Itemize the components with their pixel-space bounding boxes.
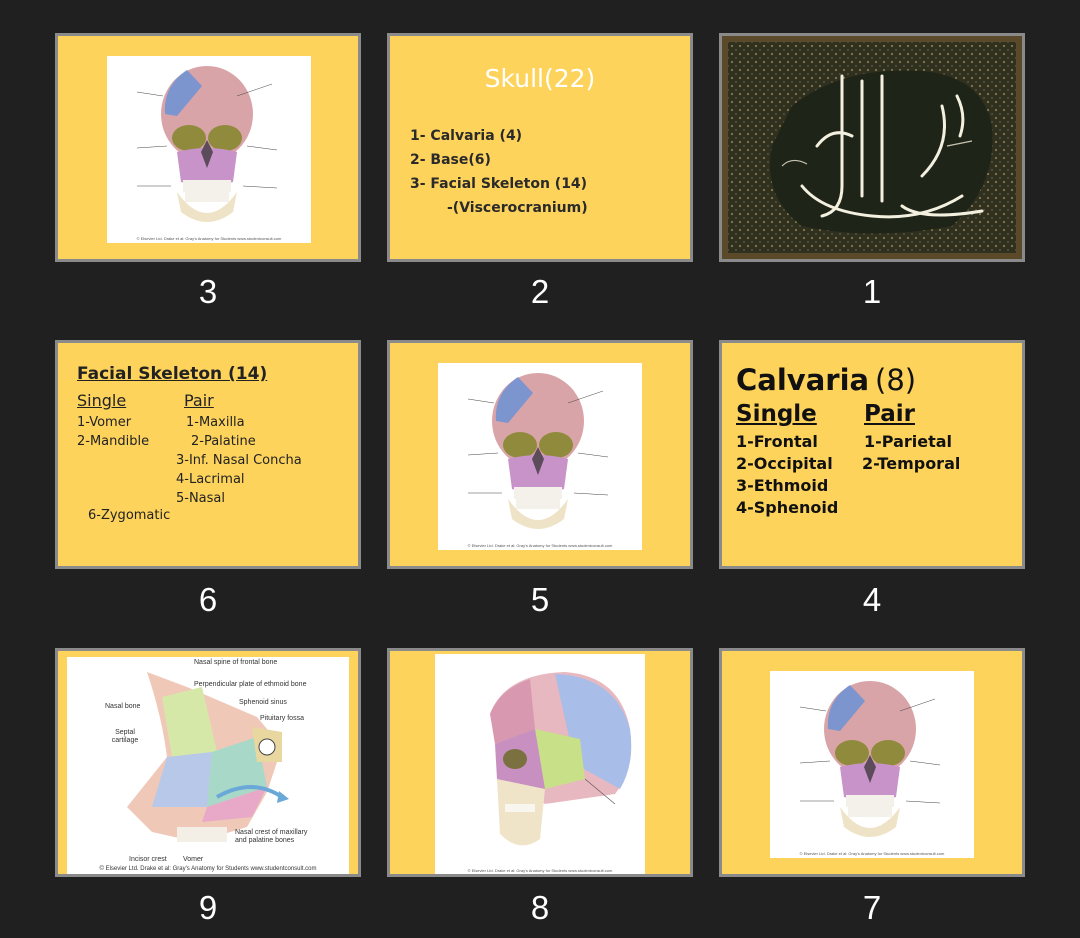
- slide-number: 8: [530, 889, 550, 926]
- label-sphenoid-sinus: Sphenoid sinus: [239, 699, 287, 706]
- slide-thumbnail-7[interactable]: © Elsevier Ltd. Drake et al: Gray's Anat…: [719, 648, 1025, 877]
- label-vomer: Vomer: [183, 856, 204, 863]
- skull-front-illustration: [467, 373, 609, 529]
- slide-line-2: 2- Base(6): [410, 152, 491, 168]
- slide-thumbnail-4[interactable]: Calvaria (8) Single Pair 1-Frontal 2-Occ…: [719, 340, 1025, 569]
- pair-item: 1-Maxilla: [186, 415, 245, 430]
- label-incisor-crest: Incisor crest: [129, 856, 167, 863]
- skull-front-figure: © Elsevier Ltd. Drake et al: Gray's Anat…: [107, 56, 311, 243]
- slide-line-1: 1- Calvaria (4): [410, 128, 523, 144]
- slide-number: 6: [198, 581, 218, 618]
- figure-credit: © Elsevier Ltd. Drake et al: Gray's Anat…: [467, 543, 613, 548]
- label-pituitary-fossa: Pituitary fossa: [260, 715, 304, 722]
- skull-lateral-illustration: [490, 672, 632, 846]
- pair-item: 1-Parietal: [864, 432, 953, 451]
- slide-number: 1: [862, 273, 882, 310]
- pair-header: Pair: [184, 391, 214, 410]
- slide-title: Facial Skeleton (14): [77, 364, 268, 384]
- slide-thumbnail-3[interactable]: © Elsevier Ltd. Drake et al: Gray's Anat…: [55, 33, 361, 262]
- single-item: 3-Ethmoid: [736, 476, 829, 495]
- nasal-cavity-figure: Nasal spine of frontal bone Perpendicula…: [67, 657, 349, 874]
- skull-lateral-figure: © Elsevier Ltd. Drake et al: Gray's Anat…: [435, 654, 645, 874]
- slide-thumbnail-6[interactable]: Facial Skeleton (14) Single Pair 1-Vomer…: [55, 340, 361, 569]
- slide-thumbnail-8[interactable]: © Elsevier Ltd. Drake et al: Gray's Anat…: [387, 648, 693, 877]
- slide-thumbnail-1[interactable]: [719, 33, 1025, 262]
- slide-number: 2: [530, 273, 550, 310]
- figure-credit: © Elsevier Ltd. Drake et al: Gray's Anat…: [99, 866, 317, 872]
- slide-line-4: -(Viscerocranium): [447, 200, 588, 216]
- single-header: Single: [77, 391, 127, 410]
- slide-thumbnail-2[interactable]: Skull(22) 1- Calvaria (4) 2- Base(6) 3- …: [387, 33, 693, 262]
- slide-thumbnail-5[interactable]: © Elsevier Ltd. Drake et al: Gray's Anat…: [387, 340, 693, 569]
- single-item: 2-Mandible: [77, 434, 150, 449]
- slide-number: 3: [198, 273, 218, 310]
- skull-front-figure: © Elsevier Ltd. Drake et al: Gray's Anat…: [438, 363, 642, 550]
- single-item: 1-Vomer: [77, 415, 132, 430]
- label-septal-cartilage: Septal cartilage: [111, 729, 139, 744]
- skull-front-illustration: [136, 66, 278, 222]
- single-item: 1-Frontal: [736, 432, 818, 451]
- single-item: 4-Sphenoid: [736, 498, 839, 517]
- label-nasal-bone: Nasal bone: [105, 703, 141, 710]
- extra-item: 6-Zygomatic: [88, 508, 171, 523]
- pair-item: 2-Palatine: [191, 434, 256, 449]
- slide-number: 9: [198, 889, 218, 926]
- pair-item: 5-Nasal: [176, 491, 226, 506]
- calligraphy-artwork: [722, 36, 1022, 259]
- figure-credit: © Elsevier Ltd. Drake et al: Gray's Anat…: [467, 868, 613, 873]
- slide-number: 7: [862, 889, 882, 926]
- skull-front-figure: © Elsevier Ltd. Drake et al: Gray's Anat…: [770, 671, 974, 858]
- pair-item: 2-Temporal: [862, 454, 961, 473]
- pair-header: Pair: [864, 401, 915, 427]
- skull-front-illustration: [799, 681, 941, 837]
- slide-number: 5: [530, 581, 550, 618]
- slide-thumbnail-9[interactable]: Nasal spine of frontal bone Perpendicula…: [55, 648, 361, 877]
- label-nasal-crest: Nasal crest of maxillary and palatine bo…: [235, 829, 308, 844]
- slide-line-3: 3- Facial Skeleton (14): [410, 176, 588, 192]
- label-perpendicular-plate: Perpendicular plate of ethmoid bone: [194, 681, 307, 688]
- single-header: Single: [736, 401, 817, 427]
- slide-title: Calvaria: [736, 363, 870, 397]
- slide-number: 4: [862, 581, 882, 618]
- figure-credit: © Elsevier Ltd. Drake et al: Gray's Anat…: [136, 236, 282, 241]
- label-nasal-spine: Nasal spine of frontal bone: [194, 659, 278, 666]
- slide-title: Skull(22): [484, 64, 596, 93]
- nasal-cavity-illustration: [127, 672, 289, 842]
- pair-item: 3-Inf. Nasal Concha: [176, 453, 302, 468]
- single-item: 2-Occipital: [736, 454, 833, 473]
- slide-title-count: (8): [875, 363, 917, 397]
- figure-credit: © Elsevier Ltd. Drake et al: Gray's Anat…: [799, 851, 945, 856]
- pair-item: 4-Lacrimal: [176, 472, 245, 487]
